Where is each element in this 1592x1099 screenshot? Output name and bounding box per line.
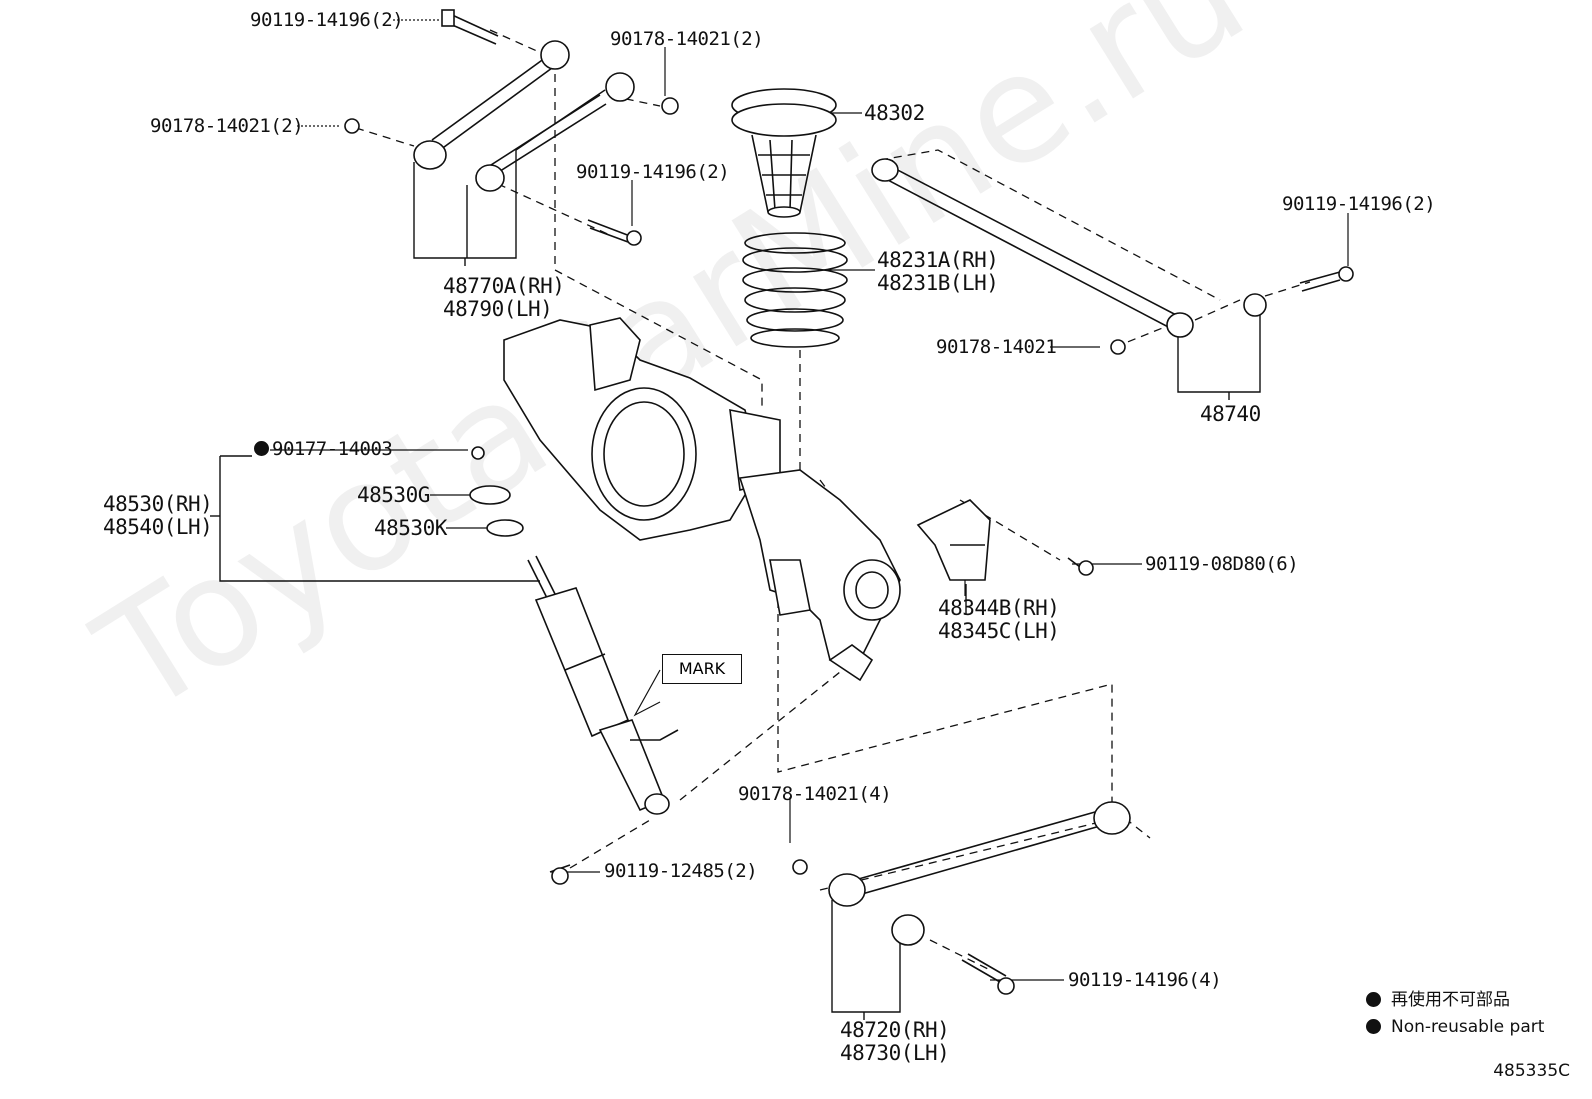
label-cushion-g: 48530G (357, 483, 430, 507)
legend-dot-icon (1366, 992, 1381, 1007)
label-bolt-shock-lower: 90119-12485(2) (604, 860, 758, 882)
label-arm-upper-lh: 48790(LH) (443, 297, 553, 321)
legend-en: Non-reusable part (1366, 1019, 1544, 1036)
label-lateral-rod: 48740 (1200, 402, 1261, 426)
label-cushion-k: 48530K (374, 516, 447, 540)
fasteners (344, 9, 1354, 995)
bracket (916, 499, 991, 581)
label-shock-rh: 48530(RH) (103, 492, 213, 516)
label-bolt-upper-mid: 90119-14196(2) (576, 161, 730, 183)
label-nut-lower: 90178-14021(4) (738, 783, 892, 805)
axle-housing (503, 317, 901, 682)
label-arm-lower-lh: 48730(LH) (840, 1041, 950, 1065)
lateral-rod (871, 158, 1267, 338)
label-bolt-lateral: 90119-14196(2) (1282, 193, 1436, 215)
label-spring-rh: 48231A(RH) (877, 248, 999, 272)
legend-dot-icon (1366, 1019, 1381, 1034)
label-shock-lh: 48540(LH) (103, 515, 213, 539)
label-bracket-rh: 48344B(RH) (938, 596, 1060, 620)
label-bumper: 48302 (864, 101, 925, 125)
non-reusable-dot (254, 441, 269, 456)
label-bolt-upper-left: 90119-14196(2) (250, 9, 404, 31)
coil-spring (742, 232, 848, 348)
lower-control-arm (828, 801, 1131, 946)
shock-absorber (469, 485, 679, 815)
assembly-lines (355, 29, 1311, 971)
label-nut-upper-right: 90178-14021(2) (610, 28, 764, 50)
mark-box: MARK (662, 654, 742, 684)
diagram-code: 485335C (1493, 1061, 1570, 1081)
label-nut-upper-left: 90178-14021(2) (150, 115, 304, 137)
label-bracket-lh: 48345C(LH) (938, 619, 1060, 643)
label-spring-lh: 48231B(LH) (877, 271, 999, 295)
label-arm-lower-rh: 48720(RH) (840, 1018, 950, 1042)
label-bolt-bracket: 90119-08D80(6) (1145, 553, 1299, 575)
bump-stop (731, 88, 837, 218)
legend-jp: 再使用不可部品 (1366, 992, 1510, 1009)
label-arm-upper-rh: 48770A(RH) (443, 274, 565, 298)
label-nut-lateral: 90178-14021 (936, 336, 1057, 358)
upper-control-arm (413, 40, 635, 192)
label-nut-shock-top: 90177-14003 (254, 440, 393, 459)
label-bolt-lower: 90119-14196(4) (1068, 969, 1222, 991)
